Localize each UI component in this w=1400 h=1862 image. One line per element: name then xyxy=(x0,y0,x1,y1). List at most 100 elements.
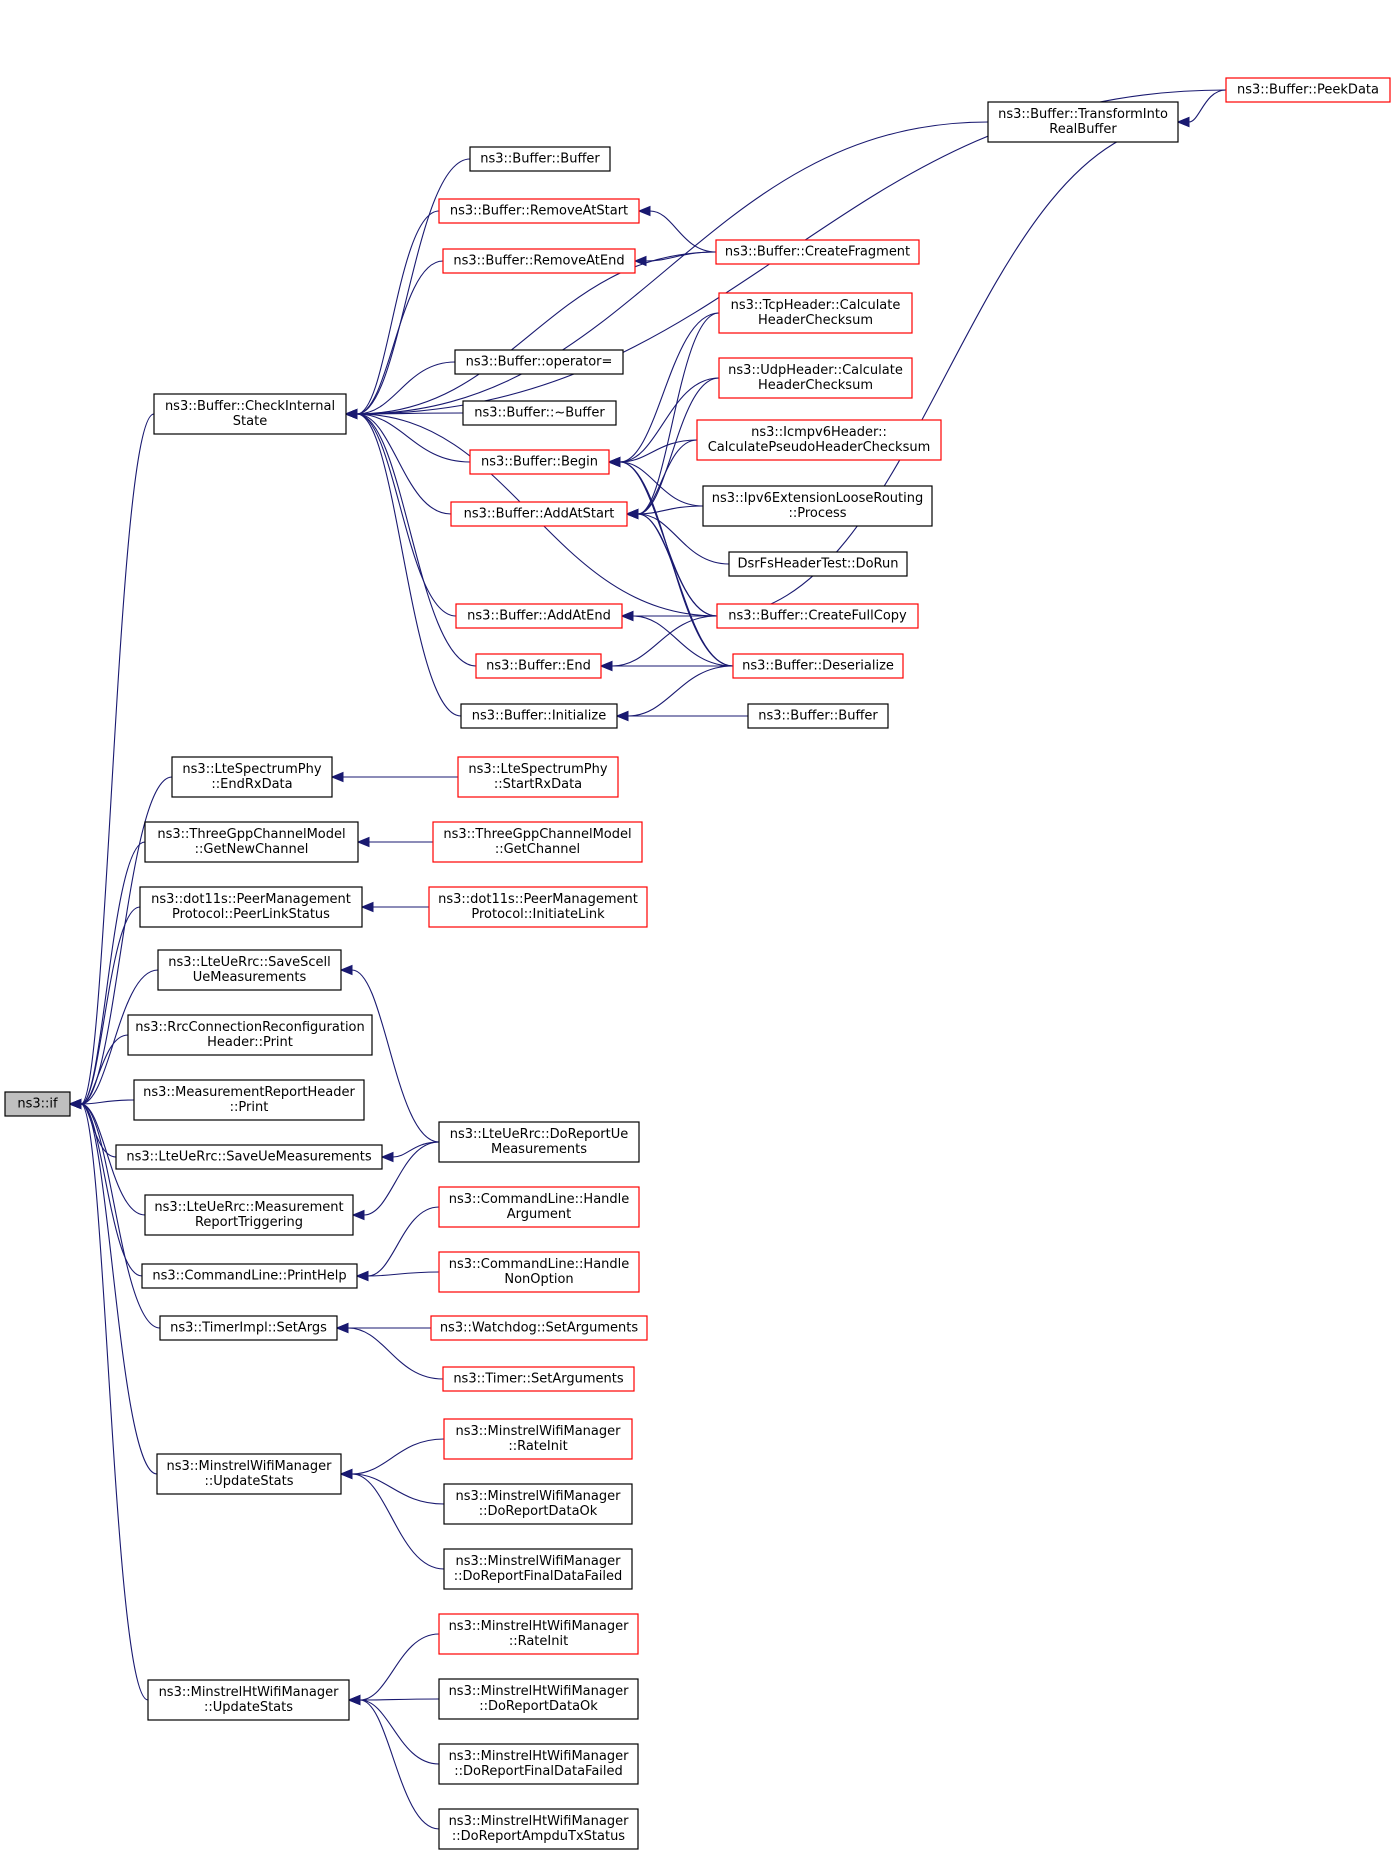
node-init[interactable]: ns3::Buffer::Initialize xyxy=(460,703,618,729)
node-box xyxy=(438,1743,639,1785)
edge-arrowhead xyxy=(344,408,358,420)
edge-line xyxy=(637,513,730,565)
edge-line xyxy=(351,1473,445,1505)
node-aas[interactable]: ns3::Buffer::AddAtStart xyxy=(450,501,628,527)
node-ltesrx[interactable]: ns3::LteSpectrumPhy::StartRxData xyxy=(457,756,619,798)
edge-line xyxy=(359,1699,440,1830)
node-ras[interactable]: ns3::Buffer::RemoveAtStart xyxy=(438,198,640,224)
node-box xyxy=(696,419,942,461)
edge-line xyxy=(80,906,141,1105)
node-box xyxy=(442,1366,635,1392)
edge-arrowhead xyxy=(68,1098,82,1110)
node-mdff[interactable]: ns3::MinstrelWifiManager::DoReportFinalD… xyxy=(443,1548,633,1590)
node-rrchp[interactable]: ns3::RrcConnectionReconfigurationHeader:… xyxy=(127,1014,373,1056)
node-ipv6[interactable]: ns3::Ipv6ExtensionLooseRouting::Process xyxy=(702,485,933,527)
node-label: ::UpdateStats xyxy=(204,1474,293,1489)
node-peek[interactable]: ns3::Buffer::PeekData xyxy=(1225,77,1391,103)
edge-line xyxy=(645,251,717,262)
edge-mri-to-mus xyxy=(339,1438,445,1480)
edge-mdff-to-mus xyxy=(339,1468,445,1570)
edge-line xyxy=(637,312,720,515)
node-lteerx[interactable]: ns3::LteSpectrumPhy::EndRxData xyxy=(171,756,333,798)
node-bufbuf2[interactable]: ns3::Buffer::Buffer xyxy=(747,703,889,729)
node-hri[interactable]: ns3::MinstrelHtWifiManager::RateInit xyxy=(438,1613,639,1655)
edge-line xyxy=(637,513,718,617)
node-label: ns3::CommandLine::Handle xyxy=(449,1257,630,1272)
node-pls[interactable]: ns3::dot11s::PeerManagementProtocol::Pee… xyxy=(139,886,363,928)
node-label: Protocol::InitiateLink xyxy=(471,907,605,922)
edge-line xyxy=(356,210,440,415)
node-box xyxy=(438,1808,639,1850)
node-opeq[interactable]: ns3::Buffer::operator= xyxy=(454,349,624,375)
edge-line xyxy=(80,1103,158,1475)
node-hatx[interactable]: ns3::MinstrelHtWifiManager::DoReportAmpd… xyxy=(438,1808,639,1850)
node-ssue[interactable]: ns3::LteUeRrc::SaveUeMeasurements xyxy=(115,1144,383,1170)
node-begin[interactable]: ns3::Buffer::Begin xyxy=(469,449,610,475)
node-aae[interactable]: ns3::Buffer::AddAtEnd xyxy=(455,603,623,629)
node-il[interactable]: ns3::dot11s::PeerManagementProtocol::Ini… xyxy=(428,886,648,928)
edge-arrowhead xyxy=(335,1322,349,1334)
node-gc[interactable]: ns3::ThreeGppChannelModel::GetChannel xyxy=(432,821,643,863)
node-box xyxy=(438,1251,640,1293)
edge-arrowhead xyxy=(615,710,629,722)
edge-arrowhead xyxy=(1176,116,1190,128)
node-label: ns3::MinstrelHtWifiManager xyxy=(449,1749,630,1764)
node-gnc[interactable]: ns3::ThreeGppChannelModel::GetNewChannel xyxy=(144,821,359,863)
node-hdff[interactable]: ns3::MinstrelHtWifiManager::DoReportFina… xyxy=(438,1743,639,1785)
node-mus[interactable]: ns3::MinstrelWifiManager::UpdateStats xyxy=(156,1453,342,1495)
node-box xyxy=(457,756,619,798)
node-root[interactable]: ns3::if xyxy=(4,1091,71,1117)
node-rae[interactable]: ns3::Buffer::RemoveAtEnd xyxy=(442,248,636,274)
node-icmp[interactable]: ns3::Icmpv6Header::CalculatePseudoHeader… xyxy=(696,419,942,461)
node-cph[interactable]: ns3::CommandLine::PrintHelp xyxy=(141,1263,358,1289)
node-label: State xyxy=(233,414,267,429)
node-dtor[interactable]: ns3::Buffer::~Buffer xyxy=(462,400,617,426)
edge-cfc-to-tirb xyxy=(716,116,1190,617)
node-box xyxy=(438,1121,640,1163)
node-box xyxy=(462,400,617,426)
node-label: ns3::dot11s::PeerManagement xyxy=(438,892,638,907)
node-mrt[interactable]: ns3::LteUeRrc::MeasurementReportTriggeri… xyxy=(144,1194,354,1236)
edge-line xyxy=(356,413,471,463)
node-tmsa[interactable]: ns3::Timer::SetArguments xyxy=(442,1366,635,1392)
node-box xyxy=(455,603,623,629)
node-box xyxy=(153,393,347,435)
edge-init-to-cis xyxy=(344,408,462,717)
node-mri[interactable]: ns3::MinstrelWifiManager::RateInit xyxy=(443,1418,633,1460)
edge-line xyxy=(359,1633,440,1701)
node-label: ns3::TimerImpl::SetArgs xyxy=(170,1321,327,1336)
node-wsa[interactable]: ns3::Watchdog::SetArguments xyxy=(430,1315,648,1341)
node-bufbuf1[interactable]: ns3::Buffer::Buffer xyxy=(469,146,611,172)
node-cfrag[interactable]: ns3::Buffer::CreateFragment xyxy=(715,239,920,265)
node-mdok[interactable]: ns3::MinstrelWifiManager::DoReportDataOk xyxy=(443,1483,633,1525)
node-label: CalculatePseudoHeaderChecksum xyxy=(708,440,931,455)
node-label: ns3::LteUeRrc::SaveScell xyxy=(168,955,330,970)
node-cfc[interactable]: ns3::Buffer::CreateFullCopy xyxy=(716,603,919,629)
node-label: Argument xyxy=(507,1207,572,1222)
node-deser[interactable]: ns3::Buffer::Deserialize xyxy=(732,653,904,679)
edge-line xyxy=(359,1698,440,1701)
edge-deser-to-aas xyxy=(625,508,734,667)
node-tsa[interactable]: ns3::TimerImpl::SetArgs xyxy=(159,1315,338,1341)
node-dsr[interactable]: DsrFsHeaderTest::DoRun xyxy=(728,551,908,577)
node-box xyxy=(728,551,908,577)
node-box xyxy=(1225,77,1391,103)
node-label: ns3::Buffer::PeekData xyxy=(1237,83,1379,98)
node-end[interactable]: ns3::Buffer::End xyxy=(475,653,602,679)
node-hdok[interactable]: ns3::MinstrelHtWifiManager::DoReportData… xyxy=(438,1678,639,1720)
edge-line xyxy=(716,121,1190,617)
node-mrhp[interactable]: ns3::MeasurementReportHeader::Print xyxy=(133,1079,365,1121)
node-box xyxy=(443,1483,633,1525)
node-label: ns3::TcpHeader::Calculate xyxy=(731,298,901,313)
edge-bufbuf1-to-cis xyxy=(344,158,471,420)
node-hus[interactable]: ns3::MinstrelHtWifiManager::UpdateStats xyxy=(147,1679,350,1721)
node-box xyxy=(718,357,913,399)
